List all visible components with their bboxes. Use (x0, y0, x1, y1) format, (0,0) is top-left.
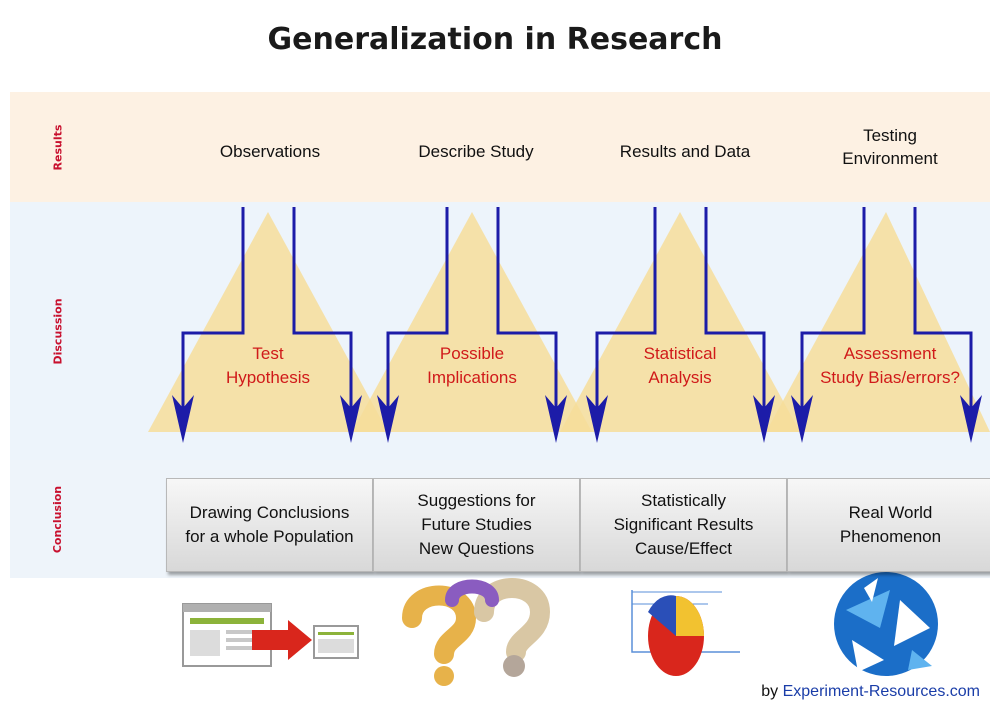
arrowhead (586, 395, 608, 443)
arrows-col-4 (800, 207, 973, 418)
arrowhead (791, 395, 813, 443)
arrowhead (960, 395, 982, 443)
arrowhead (545, 395, 567, 443)
arrowhead (340, 395, 362, 443)
credit-site-link[interactable]: Experiment-Resources.com (782, 683, 980, 700)
arrowhead (172, 395, 194, 443)
arrowhead (377, 395, 399, 443)
triangle-1 (148, 212, 388, 432)
globe-arrows-icon (834, 572, 938, 676)
credit-prefix: by (761, 683, 783, 700)
question-marks-icon (402, 578, 551, 686)
arrows-col-1 (181, 207, 353, 418)
pie-chart-icon (631, 590, 740, 676)
observation-heading-3: Results and Data (619, 142, 751, 161)
observation-heading-2: Describe Study (418, 142, 534, 161)
arrows-col-2 (386, 207, 558, 418)
webpage-transfer-icon (182, 603, 359, 667)
credit-line: by Experiment-Resources.com (761, 683, 980, 701)
diagram-title: Generalization in Research (267, 22, 723, 57)
arrows-col-3 (595, 207, 766, 418)
triangle-3 (560, 212, 800, 432)
triangle-2 (352, 212, 592, 432)
results-band (10, 92, 990, 202)
triangle-4 (766, 212, 990, 432)
observation-heading-1: Observations (219, 142, 321, 161)
arrowhead (753, 395, 775, 443)
